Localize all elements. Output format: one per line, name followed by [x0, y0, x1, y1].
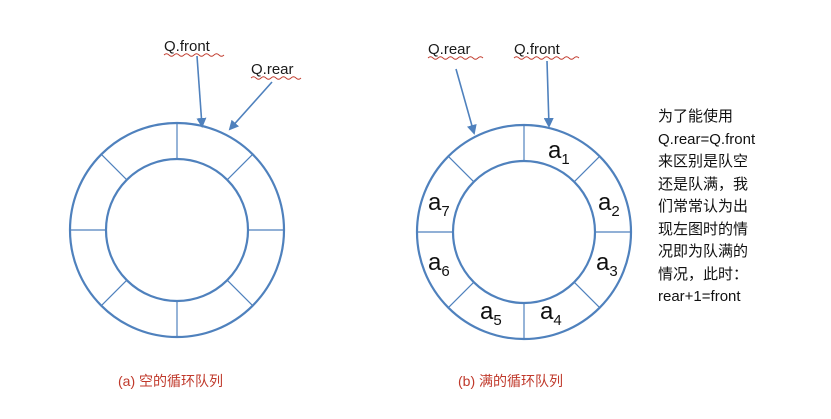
- ring-divider: [226, 153, 254, 181]
- ring-divider: [100, 279, 128, 307]
- ring-divider: [100, 153, 128, 181]
- queue-cell-label: a1: [548, 137, 570, 168]
- queue-cell-label: a5: [480, 298, 502, 329]
- ring-divider: [447, 281, 475, 309]
- ring-divider: [226, 279, 254, 307]
- explanation-note: 为了能使用 Q.rear=Q.front 来区别是队空 还是队满，我 们常常认为…: [658, 106, 823, 309]
- spellcheck-squiggle: [163, 53, 225, 57]
- note-line: 情况，此时：: [658, 265, 749, 283]
- rear-label-b: Q.rear: [428, 41, 471, 58]
- rear-pointer-arrow-a: [228, 81, 273, 131]
- spellcheck-squiggle: [427, 56, 484, 60]
- ring-divider: [573, 281, 601, 309]
- note-line: Q.rear=Q.front: [658, 130, 756, 148]
- queue-cell-label: a7: [428, 189, 450, 220]
- note-line: 们常常认为出: [658, 198, 749, 215]
- queue-cell-label: a2: [598, 189, 620, 220]
- front-label-a: Q.front: [164, 38, 211, 55]
- rear-label-a: Q.rear: [251, 61, 294, 78]
- front-pointer-arrow-b: [543, 60, 554, 128]
- front-label-b: Q.front: [514, 41, 561, 58]
- rear-pointer-arrow-b: [455, 68, 477, 135]
- note-line: 还是队满，我: [658, 175, 749, 193]
- empty-queue-ring: [68, 121, 286, 339]
- note-line: rear+1=front: [658, 288, 741, 305]
- queue-cell-label: a4: [540, 298, 562, 329]
- ring-divider: [447, 155, 475, 183]
- note-line: 现左图时的情: [658, 220, 749, 238]
- full-queue-ring: [415, 123, 633, 341]
- caption-full-queue: (b) 满的循环队列: [458, 373, 563, 389]
- queue-cell-label: a3: [596, 249, 618, 280]
- note-line: 来区别是队空: [658, 153, 749, 170]
- spellcheck-squiggle: [513, 56, 580, 60]
- spellcheck-squiggle: [250, 76, 302, 80]
- front-pointer-arrow-a: [196, 55, 207, 128]
- ring-divider: [573, 155, 601, 183]
- note-line: 况即为队满的: [658, 243, 749, 260]
- caption-empty-queue: (a) 空的循环队列: [118, 373, 223, 389]
- note-line: 为了能使用: [658, 108, 734, 125]
- queue-cell-label: a6: [428, 249, 450, 280]
